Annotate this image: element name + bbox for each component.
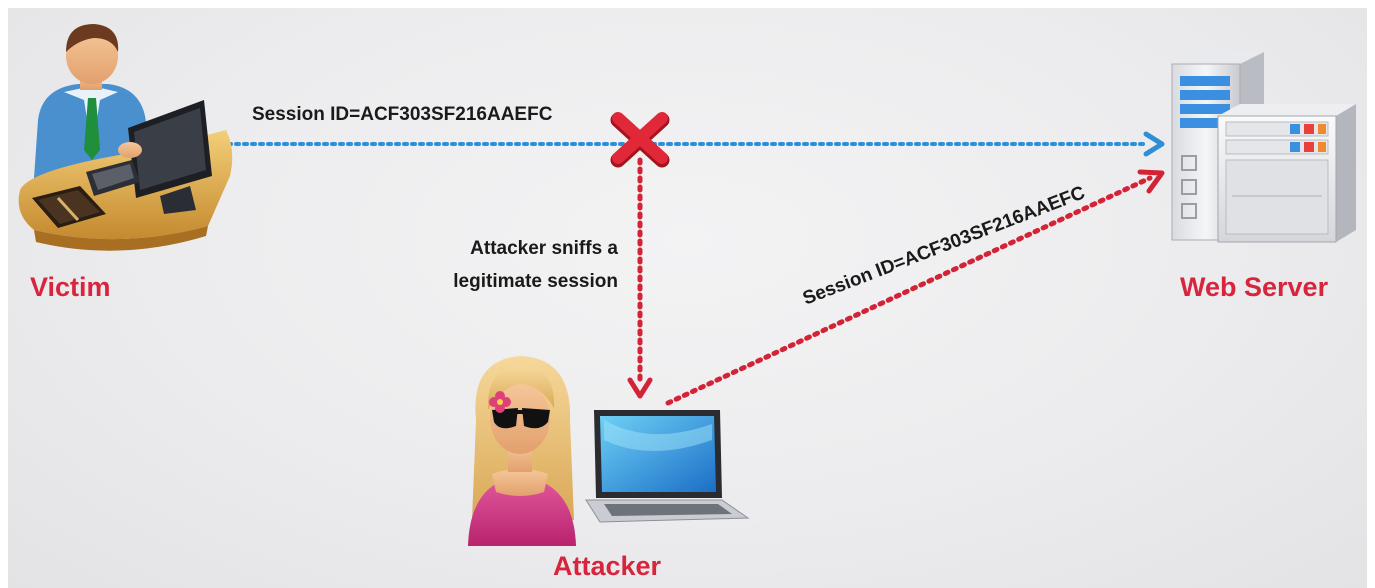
office-worker-at-desk-icon bbox=[18, 24, 233, 251]
web-server-rack-icon bbox=[1171, 52, 1356, 243]
edge-victim-to-server bbox=[226, 131, 1165, 157]
red-x-icon bbox=[610, 112, 670, 168]
victim-label: Victim bbox=[30, 272, 111, 302]
session-id-label-top: Session ID=ACF303SF216AAEFC bbox=[252, 104, 553, 125]
arrowhead-red-diagonal bbox=[1137, 169, 1165, 194]
sniff-session-label: Attacker sniffs a legitimate session bbox=[400, 232, 618, 298]
edge-sniff bbox=[627, 157, 653, 399]
edge-attacker-to-server bbox=[665, 169, 1165, 406]
arrowhead-red-down bbox=[627, 377, 653, 399]
sniff-label-line-2: legitimate session bbox=[453, 271, 618, 292]
web-server-label: Web Server bbox=[1180, 272, 1329, 302]
sniff-label-line-1: Attacker sniffs a bbox=[470, 238, 618, 259]
arrowhead-blue bbox=[1143, 131, 1165, 157]
hacker-with-sunglasses-and-laptop-icon bbox=[468, 356, 750, 546]
attacker-label: Attacker bbox=[553, 551, 662, 581]
